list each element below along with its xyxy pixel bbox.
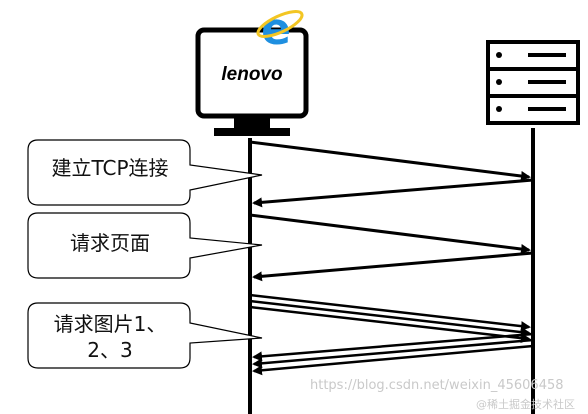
tcp-synack-arrow	[252, 178, 534, 208]
callout-text-images: 请求图片1、 2、3	[32, 311, 188, 363]
callout-bubble-page	[27, 212, 263, 279]
callout-line: 请求页面	[70, 231, 150, 255]
page-response-arrow	[252, 251, 534, 282]
callout-text-tcp: 建立TCP连接	[32, 155, 188, 181]
callout-line: 建立TCP连接	[51, 156, 169, 180]
callout-line: 2、3	[87, 338, 133, 362]
image-response-arrows	[252, 332, 534, 376]
page-request-arrow	[249, 213, 531, 254]
callout-line: 请求图片1、	[53, 312, 167, 336]
tcp-syn-arrow	[249, 140, 531, 181]
server-rack-icon	[486, 40, 580, 125]
callout-bubble-images	[27, 302, 263, 369]
ie-browser-icon: e	[256, 4, 304, 55]
callout-text-page: 请求页面	[32, 230, 188, 256]
watermark-site: @稀土掘金技术社区	[476, 398, 575, 411]
image-request-arrows	[249, 293, 531, 344]
monitor-brand-label: lenovo	[221, 64, 282, 85]
callout-bubble-tcp	[27, 139, 263, 206]
watermark-url: https://blog.csdn.net/weixin_45606458	[310, 378, 564, 393]
client-computer-icon: lenovo	[195, 27, 309, 136]
